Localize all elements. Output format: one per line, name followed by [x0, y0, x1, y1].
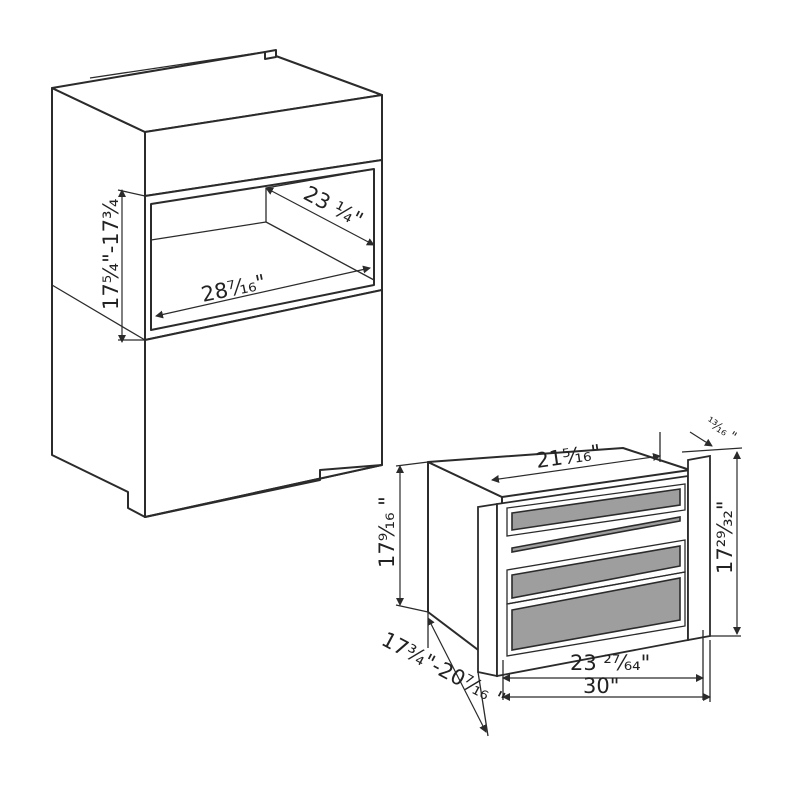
opening-back-top: [265, 168, 375, 189]
oven-upper-window: [511, 488, 681, 531]
front-width-label: 30": [583, 674, 619, 698]
cabinet-back-board: [264, 49, 277, 60]
side-panel-divide: [51, 284, 146, 341]
oven-upper-frame: [506, 483, 686, 537]
oven-lower-frame: [506, 571, 686, 657]
installed-depth-dim-line: [427, 617, 487, 733]
trim-depth-ext: [681, 447, 743, 453]
trim-depth-dim-line: [689, 431, 713, 447]
front-inner-width-label: 23 ²⁷⁄₆₄": [570, 651, 650, 675]
opening-depth-dim-line: [265, 187, 375, 246]
oven-middle-drawer-window: [511, 545, 681, 599]
oven-right-trim: [687, 454, 711, 642]
opening-height-ext-top: [117, 189, 146, 197]
opening-width-dim-line: [155, 265, 371, 319]
opening-height-label: 17⁵⁄₄"-17³⁄₄: [99, 199, 123, 310]
oven-lower-drawer-window: [511, 577, 681, 651]
body-height-ext-top: [395, 461, 429, 467]
trim-depth-label: ¹³⁄₁₆ ": [703, 415, 739, 445]
body-width-dim-line: [491, 453, 661, 483]
body-height-label: 17⁹⁄₁₆ ": [375, 496, 399, 568]
front-height-label: 17²⁹⁄₃₂": [713, 500, 737, 574]
cabinet-kick-plate: [144, 464, 383, 518]
oven-handle: [511, 516, 681, 553]
opening-back-edge: [150, 221, 267, 241]
oven-left-trim: [477, 502, 498, 678]
body-height-ext-bottom: [395, 604, 429, 613]
cabinet-top-edge: [89, 51, 265, 79]
cabinet: 17⁵⁄₄"-17³⁄₄ 23 ¼" 28⁷⁄₁₆": [51, 49, 383, 518]
oven: 21⁵⁄₁₆" 17⁹⁄₁₆ " ¹³⁄₁₆ " 17²⁹⁄₃₂" 23 ²⁷⁄…: [375, 415, 743, 737]
installed-depth-ext-front: [477, 671, 489, 737]
